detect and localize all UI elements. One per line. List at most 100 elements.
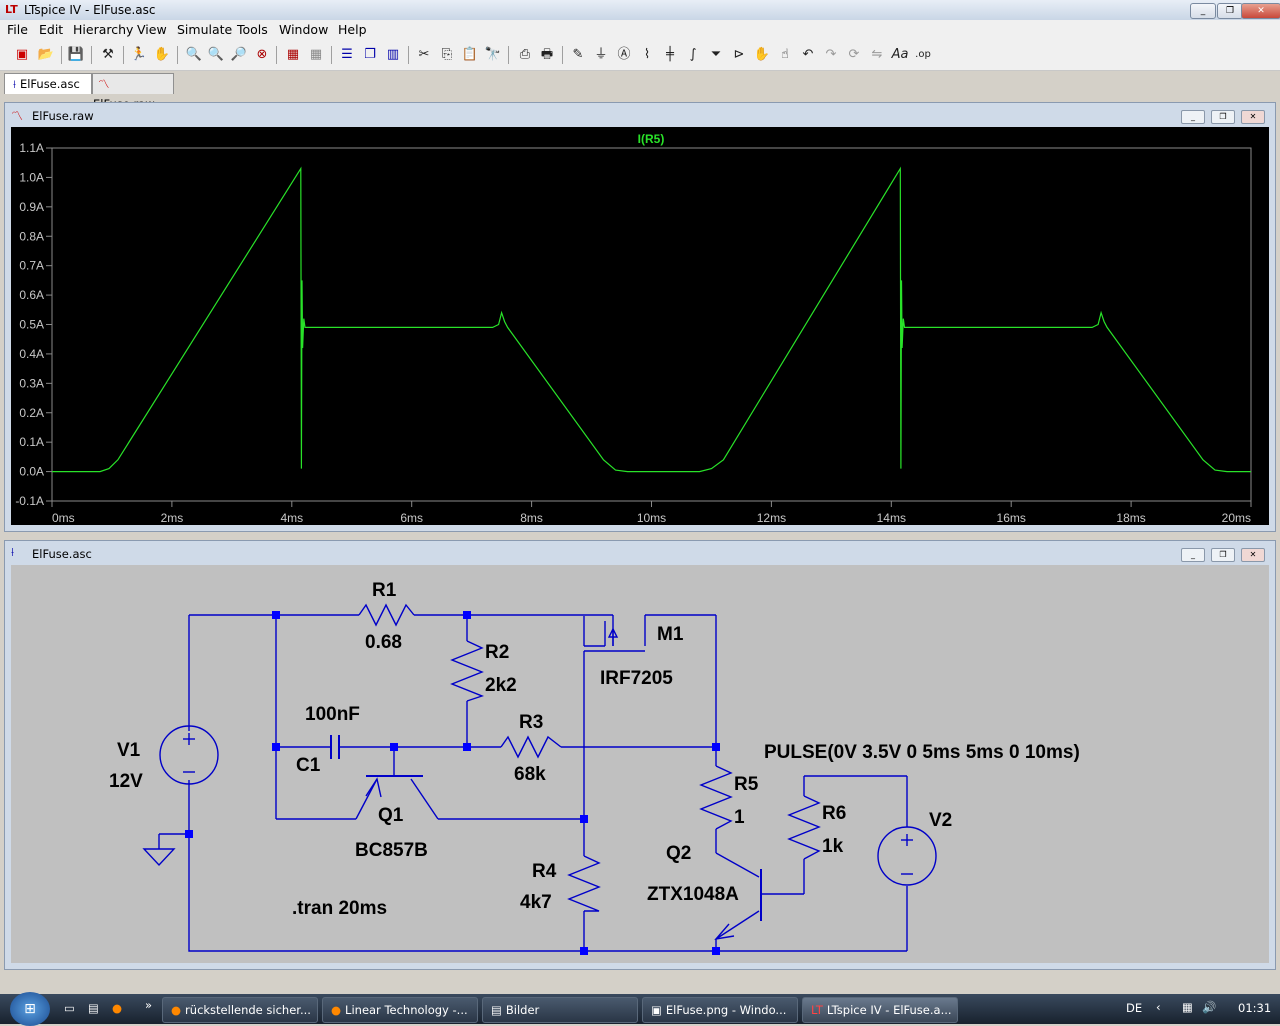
redo-icon[interactable]: ↷ — [825, 47, 837, 62]
waveform-minimize-button[interactable]: _ — [1181, 110, 1205, 124]
waveform-icon: 〽 — [98, 77, 110, 91]
component-icon[interactable]: ⊳ — [733, 47, 745, 62]
menu-bar: File Edit Hierarchy View Simulate Tools … — [0, 20, 1280, 40]
text-icon[interactable]: Aa — [891, 47, 909, 62]
volume-tray-icon[interactable]: 🔊 — [1202, 1000, 1217, 1014]
zoom-pan-icon[interactable]: 🔍 — [207, 47, 225, 62]
schematic-minimize-button[interactable]: _ — [1181, 548, 1205, 562]
save-icon[interactable]: 💾 — [67, 47, 85, 62]
taskbar-item-firefox-2[interactable]: ●Linear Technology -... — [322, 997, 478, 1023]
c1-symbol[interactable] — [330, 735, 340, 759]
minimize-button[interactable]: _ — [1190, 3, 1216, 19]
grid-icon[interactable]: ▦ — [309, 47, 323, 62]
x-tick-label: 18ms — [1116, 511, 1145, 525]
resistor-icon[interactable]: ⌇ — [643, 47, 651, 62]
cascade-icon[interactable]: ❐ — [364, 47, 376, 62]
capacitor-icon[interactable]: ╪ — [666, 47, 674, 62]
tile-horizontal-icon[interactable]: ☰ — [341, 47, 353, 62]
diode-icon[interactable]: ⏷ — [710, 47, 722, 62]
menu-hierarchy[interactable]: Hierarchy — [73, 22, 134, 37]
cut-icon[interactable]: ✂ — [418, 47, 430, 62]
waveform-close-button[interactable]: ✕ — [1241, 110, 1265, 124]
x-tick-label: 6ms — [400, 511, 423, 525]
run-icon[interactable]: 🏃 — [130, 47, 148, 62]
autorange-icon[interactable]: ▦ — [286, 47, 300, 62]
spice-directive[interactable]: .tran 20ms — [292, 898, 387, 919]
y-tick-label: 0.7A — [19, 259, 44, 273]
v1-symbol[interactable] — [159, 725, 219, 785]
v2-symbol[interactable] — [877, 826, 937, 886]
zoom-fit-icon[interactable]: ⊗ — [256, 47, 268, 62]
new-schematic-icon[interactable]: ▣ — [15, 47, 29, 62]
inductor-icon[interactable]: ∫ — [689, 47, 697, 62]
m1-symbol[interactable] — [583, 615, 646, 652]
menu-edit[interactable]: Edit — [39, 22, 64, 37]
x-tick-label: 8ms — [520, 511, 543, 525]
print-setup-icon[interactable]: ⎙ — [519, 47, 531, 62]
r3-symbol[interactable] — [500, 735, 562, 759]
menu-window[interactable]: Window — [279, 22, 329, 37]
schematic-restore-button[interactable]: ❐ — [1211, 548, 1235, 562]
undo-icon[interactable]: ↶ — [802, 47, 814, 62]
open-icon[interactable]: 📂 — [37, 47, 55, 62]
menu-help[interactable]: Help — [338, 22, 367, 37]
paste-icon[interactable]: 📋 — [461, 47, 479, 62]
taskbar-item-firefox-1[interactable]: ●rückstellende sicher... — [162, 997, 318, 1023]
explorer-quicklaunch-icon[interactable]: ▤ — [88, 1001, 99, 1015]
y-tick-label: 0.8A — [19, 229, 44, 243]
waveform-plot[interactable]: I(R5) -0.1A0.0A0.1A0.2A0.3A0.4A0.5A0.6A0… — [11, 127, 1269, 525]
q2-symbol[interactable] — [714, 852, 762, 951]
start-button[interactable]: ⊞ — [10, 992, 50, 1026]
firefox-quicklaunch-icon[interactable]: ● — [112, 1001, 123, 1015]
trace-label[interactable]: I(R5) — [638, 132, 665, 146]
spice-directive-icon[interactable]: .op — [915, 49, 931, 60]
draw-wire-icon[interactable]: ✎ — [572, 47, 584, 62]
zoom-out-icon[interactable]: 🔎 — [230, 47, 248, 62]
print-icon[interactable]: 🖶 — [540, 47, 554, 62]
close-button[interactable]: ✕ — [1241, 3, 1280, 19]
v2-value: PULSE(0V 3.5V 0 5ms 5ms 0 10ms) — [764, 742, 1080, 763]
show-desktop-icon[interactable]: ▭ — [64, 1001, 75, 1015]
mirror-icon[interactable]: ⇋ — [871, 47, 883, 62]
label-net-icon[interactable]: Ⓐ — [617, 47, 631, 62]
r4-symbol[interactable] — [567, 855, 601, 912]
maximize-button[interactable]: ❐ — [1217, 3, 1243, 19]
drag-icon[interactable]: ☝ — [781, 47, 789, 62]
r1-symbol[interactable] — [358, 603, 415, 627]
clock[interactable]: 01:31 — [1238, 1001, 1272, 1015]
taskbar-item-image-viewer[interactable]: ▣ElFuse.png - Windo... — [642, 997, 798, 1023]
q1-symbol[interactable] — [355, 775, 439, 820]
image-viewer-icon: ▣ — [651, 1003, 662, 1017]
schematic-close-button[interactable]: ✕ — [1241, 548, 1265, 562]
language-indicator[interactable]: DE — [1126, 1001, 1143, 1015]
menu-simulate[interactable]: Simulate — [177, 22, 233, 37]
r2-symbol[interactable] — [450, 640, 485, 702]
zoom-in-icon[interactable]: 🔍 — [185, 47, 203, 62]
copy-icon[interactable]: ⎘ — [441, 47, 453, 62]
waveform-restore-button[interactable]: ❐ — [1211, 110, 1235, 124]
r4-name: R4 — [532, 861, 557, 882]
menu-file[interactable]: File — [7, 22, 28, 37]
quicklaunch-more-icon[interactable]: » — [145, 998, 153, 1012]
tab-waveform[interactable]: 〽ElFuse.raw — [92, 73, 174, 111]
schematic-canvas[interactable]: R1 0.68 R2 2k2 R3 68k R4 4k7 R5 1 R6 1k … — [11, 565, 1269, 963]
halt-icon[interactable]: ✋ — [153, 47, 171, 62]
network-tray-icon[interactable]: ▦ — [1182, 1000, 1193, 1014]
title-bar: LT LTspice IV - ElFuse.asc _ ❐ ✕ — [0, 0, 1280, 21]
find-icon[interactable]: 🔭 — [484, 47, 502, 62]
tile-vertical-icon[interactable]: ▥ — [386, 47, 400, 62]
r6-symbol[interactable] — [787, 795, 821, 860]
ground-icon[interactable]: ⏚ — [594, 47, 608, 62]
tab-schematic[interactable]: ⟊ElFuse.asc — [4, 73, 92, 94]
ground-symbol[interactable] — [142, 848, 176, 867]
menu-tools[interactable]: Tools — [237, 22, 268, 37]
taskbar-item-bilder[interactable]: ▤Bilder — [482, 997, 638, 1023]
r5-symbol[interactable] — [699, 765, 733, 830]
tray-expand-icon[interactable]: ‹ — [1156, 1000, 1161, 1014]
move-icon[interactable]: ✋ — [753, 47, 771, 62]
rotate-icon[interactable]: ⟳ — [848, 47, 860, 62]
menu-view[interactable]: View — [137, 22, 167, 37]
control-panel-icon[interactable]: ⚒ — [102, 47, 114, 62]
